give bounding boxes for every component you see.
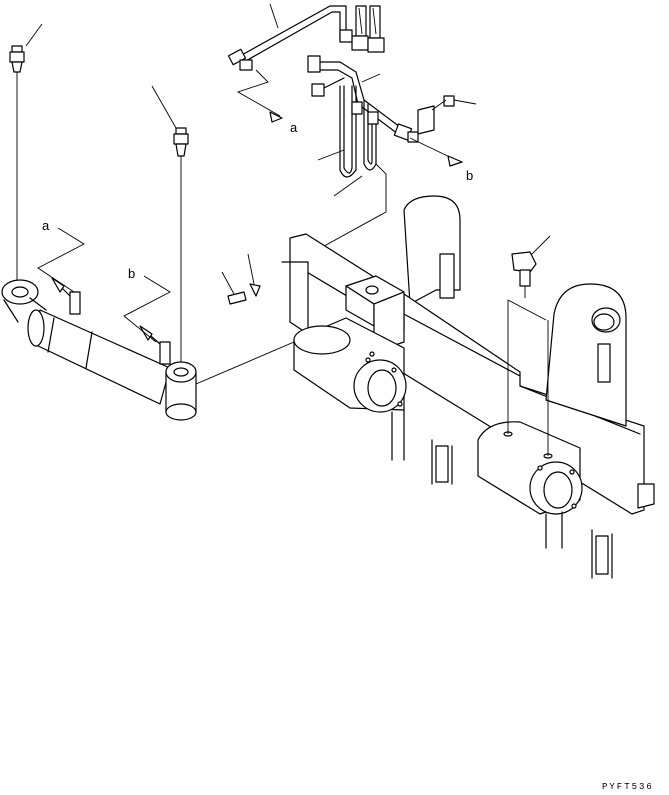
hydraulic-cylinder [1,277,197,421]
bolt [221,253,261,305]
callout-b-upper-label: b [466,168,473,183]
callout-b-left: b [123,266,171,343]
callout-a-left: a [37,218,85,293]
callout-a-upper: a [236,69,298,135]
drawing-code: PYFT536 [602,782,654,792]
carriage-frame [281,195,655,579]
callout-a-left-label: a [42,218,50,233]
grease-fitting-right [511,235,551,298]
callout-a-upper-label: a [290,120,298,135]
callout-b-upper: b [409,137,473,183]
hose-assembly [227,3,477,257]
callout-b-left-label: b [128,266,135,281]
grease-fitting-left [9,23,43,282]
grease-fitting-center [151,85,189,372]
